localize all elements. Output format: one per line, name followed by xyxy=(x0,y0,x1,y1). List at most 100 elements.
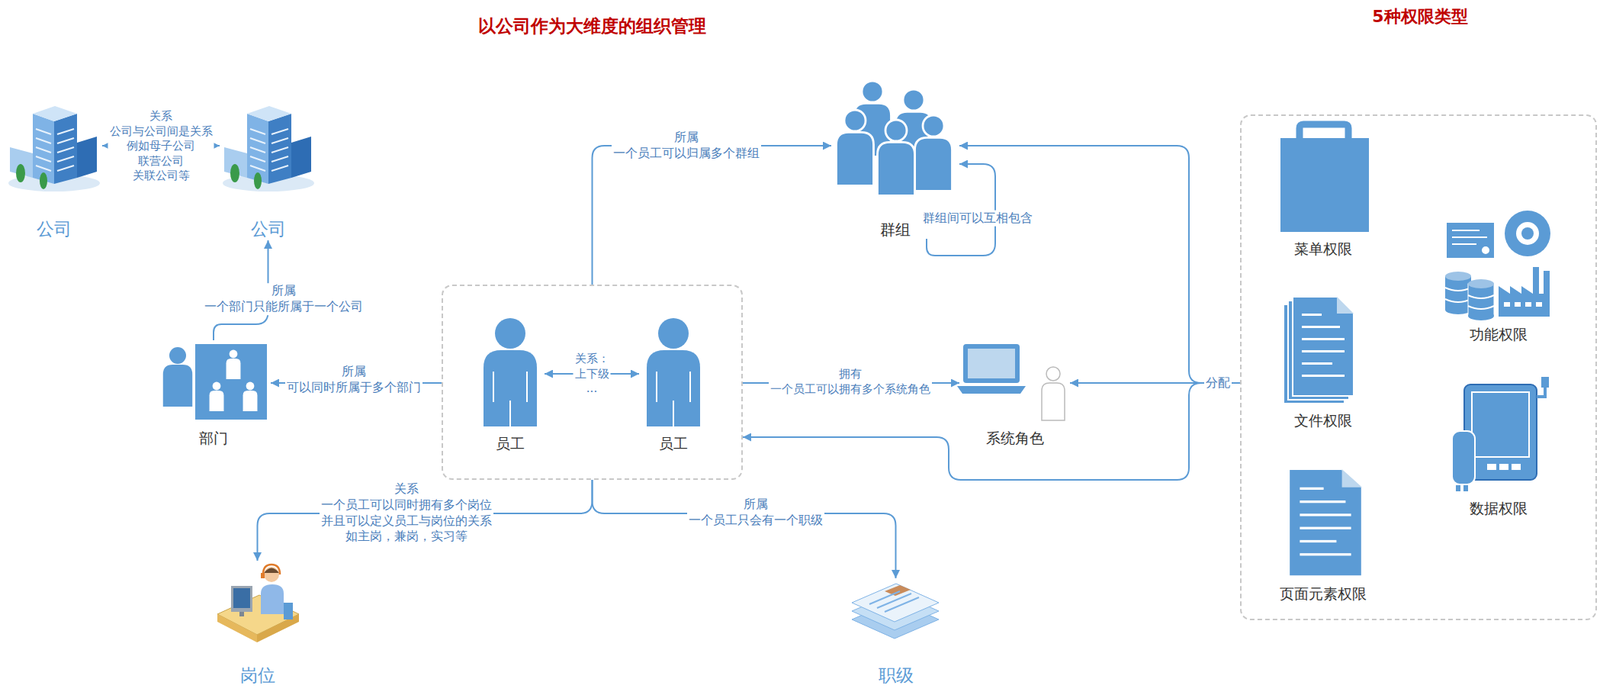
data-permission-icon xyxy=(1536,387,1546,397)
node-label: 页面元素权限 xyxy=(1279,584,1367,603)
node-label: 群组 xyxy=(880,220,911,239)
edge-label: 所属 可以同时所属于多个部门 xyxy=(285,363,423,396)
edge-label: 分配 xyxy=(1204,375,1232,392)
data-permission-icon xyxy=(1452,376,1549,492)
system-role-icon xyxy=(1046,366,1061,381)
company-node: 公司 xyxy=(219,95,317,241)
post-icon xyxy=(231,585,253,612)
function-permission-icon xyxy=(1468,283,1494,316)
node-label: 数据权限 xyxy=(1469,499,1528,518)
post-icon xyxy=(239,611,245,617)
connector xyxy=(592,479,897,579)
company-node: 公司 xyxy=(5,95,103,241)
edge-label: 所属 一个员工可以归属多个群组 xyxy=(611,129,762,162)
connector xyxy=(742,382,1241,480)
function-permission-icon xyxy=(1521,227,1534,240)
rank-icon xyxy=(851,583,939,639)
group-icon xyxy=(877,119,916,196)
post-icon xyxy=(263,566,280,582)
rank-icon xyxy=(851,583,939,622)
post-icon xyxy=(260,572,265,579)
edge-label: 所属 一个部门只能所属于一个公司 xyxy=(202,282,365,315)
function-permission-node: 功能权限 xyxy=(1441,205,1556,344)
function-permission-icon xyxy=(1516,221,1539,245)
function-permission-icon xyxy=(1498,266,1550,317)
edge-label: 关系： 上下级 ... xyxy=(573,351,611,397)
diagram-title: 以公司作为大维度的组织管理 xyxy=(478,14,707,39)
department-icon xyxy=(226,350,241,380)
connector xyxy=(592,145,833,285)
data-permission-icon xyxy=(1471,391,1530,457)
node-label: 职级 xyxy=(878,665,914,687)
data-permission-icon xyxy=(1487,463,1497,470)
employee-icon xyxy=(483,318,537,427)
node-label: 公司 xyxy=(36,218,72,241)
node-label: 功能权限 xyxy=(1469,325,1528,344)
rank-icon xyxy=(884,597,919,612)
node-label: 文件权限 xyxy=(1294,411,1353,430)
employee-node: 员工 xyxy=(639,316,708,453)
edge-label: 关系 一个员工可以同时拥有多个岗位 并且可以定义员工与岗位的关系 如主岗，兼岗，… xyxy=(319,481,494,545)
data-permission-icon xyxy=(1455,485,1469,492)
function-permission-icon xyxy=(1445,287,1472,303)
company-icon xyxy=(222,106,315,192)
group-heading: 5种权限类型 xyxy=(1371,6,1468,27)
data-permission-icon xyxy=(1455,485,1461,492)
rank-icon xyxy=(869,591,900,605)
system-role-icon xyxy=(957,343,1065,421)
function-permission-icon xyxy=(1445,276,1472,310)
rank-icon xyxy=(877,593,912,608)
department-icon xyxy=(194,343,268,421)
system-role-icon xyxy=(1041,382,1065,421)
node-label: 部门 xyxy=(199,429,229,447)
post-icon xyxy=(217,594,299,635)
post-icon xyxy=(217,564,299,643)
post-icon xyxy=(233,587,251,608)
system-role-icon xyxy=(967,348,1016,379)
node-label: 员工 xyxy=(658,434,688,453)
function-permission-icon xyxy=(1446,222,1494,258)
system-role-icon xyxy=(963,343,1020,383)
function-permission-icon xyxy=(1503,302,1543,307)
connector xyxy=(959,145,1241,383)
node-label: 菜单权限 xyxy=(1294,240,1353,258)
edge-label: 群组间可以互相包含 xyxy=(921,210,1035,227)
department-icon xyxy=(163,346,193,407)
system-role-icon xyxy=(957,385,1026,394)
post-icon xyxy=(263,564,280,575)
node-label: 员工 xyxy=(495,434,525,453)
function-permission-icon xyxy=(1503,302,1511,307)
group-icon xyxy=(836,80,953,196)
function-permission-icon xyxy=(1445,210,1551,321)
department-icon xyxy=(209,382,225,412)
rank-icon xyxy=(884,584,911,596)
system-role-node: 系统角色 xyxy=(959,341,1070,447)
data-permission-icon xyxy=(1499,463,1509,470)
function-permission-icon xyxy=(1535,302,1543,307)
post-icon xyxy=(217,613,258,643)
employee-node: 员工 xyxy=(475,316,545,453)
group-icon xyxy=(915,115,953,191)
function-permission-icon xyxy=(1525,302,1532,307)
page-element-permission-node: 页面元素权限 xyxy=(1265,466,1381,603)
function-permission-icon xyxy=(1452,243,1477,245)
node-label: 岗位 xyxy=(240,665,276,687)
file-permission-icon xyxy=(1283,296,1354,404)
department-node: 部门 xyxy=(156,340,271,447)
department-icon xyxy=(163,343,268,421)
page-element-permission-icon xyxy=(1288,469,1363,576)
function-permission-icon xyxy=(1452,236,1488,238)
data-permission-icon xyxy=(1511,463,1521,470)
edge-label: 所属 一个员工只会有一个职级 xyxy=(687,496,825,529)
edge-label: 拥有 一个员工可以拥有多个系统角色 xyxy=(768,366,932,397)
function-permission-icon xyxy=(1481,245,1491,255)
rank-node: 职级 xyxy=(848,578,944,687)
post-icon xyxy=(260,584,284,614)
function-permission-icon xyxy=(1445,271,1472,281)
rank-icon xyxy=(869,591,919,612)
node-label: 系统角色 xyxy=(986,429,1045,447)
data-permission-icon xyxy=(1452,430,1475,485)
function-permission-icon xyxy=(1452,230,1488,245)
function-permission-icon xyxy=(1468,311,1494,321)
